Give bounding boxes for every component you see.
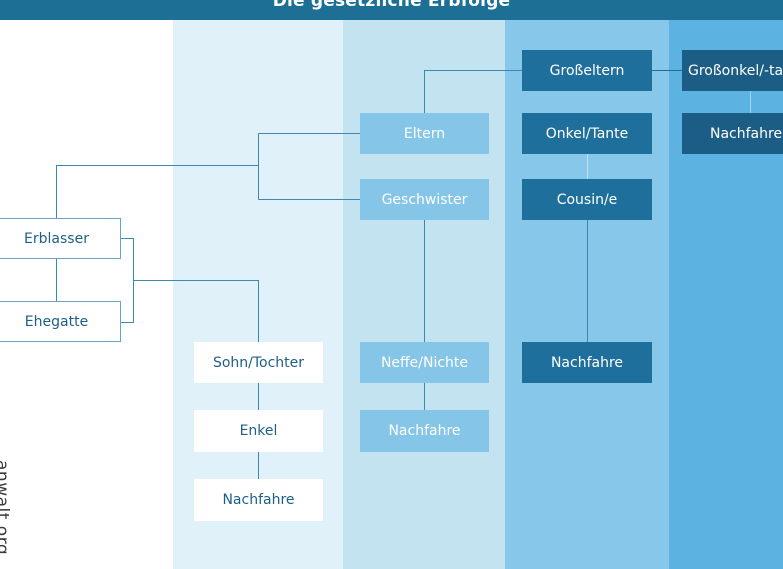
node-nachfahre-2: Nachfahre xyxy=(360,410,489,452)
header-bar: Die gesetzliche Erbfolge xyxy=(0,0,783,20)
brand-logo: anwalt.org xyxy=(0,460,11,569)
diagram-title: Die gesetzliche Erbfolge xyxy=(272,0,511,11)
node-geschwister-label: Geschwister xyxy=(381,191,468,208)
node-erblasser-label: Erblasser xyxy=(24,230,89,247)
order-band-2 xyxy=(343,0,505,569)
node-cousin: Cousin/e xyxy=(522,179,652,220)
node-grosseltern-label: Großeltern xyxy=(549,62,625,79)
node-nachfahre-1: Nachfahre xyxy=(194,479,323,521)
node-grossonkel: Großonkel/-tante xyxy=(682,50,783,91)
node-eltern: Eltern xyxy=(360,113,489,154)
node-enkel: Enkel xyxy=(194,410,323,452)
node-ehegatte: Ehegatte xyxy=(0,301,121,342)
node-nachfahre-1-label: Nachfahre xyxy=(222,492,295,508)
node-nachfahre-4-label: Nachfahre xyxy=(710,125,783,142)
node-neffe-nichte: Neffe/Nichte xyxy=(360,342,489,383)
node-nachfahre-2-label: Nachfahre xyxy=(388,423,461,439)
node-eltern-label: Eltern xyxy=(403,125,446,142)
order-band-4 xyxy=(669,0,783,569)
node-onkel-tante-label: Onkel/Tante xyxy=(545,125,629,142)
node-nachfahre-3: Nachfahre xyxy=(522,342,652,383)
node-grosseltern: Großeltern xyxy=(522,50,652,91)
brand-logo-text: anwalt.org xyxy=(0,460,11,556)
node-sohn-tochter-label: Sohn/Tochter xyxy=(212,354,305,371)
node-grossonkel-label: Großonkel/-tante xyxy=(688,62,783,79)
node-geschwister: Geschwister xyxy=(360,179,489,220)
node-enkel-label: Enkel xyxy=(239,423,278,439)
order-band-0 xyxy=(0,0,173,569)
node-cousin-label: Cousin/e xyxy=(556,191,618,208)
node-erblasser: Erblasser xyxy=(0,218,121,259)
node-nachfahre-3-label: Nachfahre xyxy=(550,354,624,371)
node-ehegatte-label: Ehegatte xyxy=(24,313,89,330)
node-sohn-tochter: Sohn/Tochter xyxy=(194,342,323,383)
node-nachfahre-4: Nachfahre xyxy=(682,113,783,154)
node-onkel-tante: Onkel/Tante xyxy=(522,113,652,154)
node-neffe-nichte-label: Neffe/Nichte xyxy=(380,354,469,371)
